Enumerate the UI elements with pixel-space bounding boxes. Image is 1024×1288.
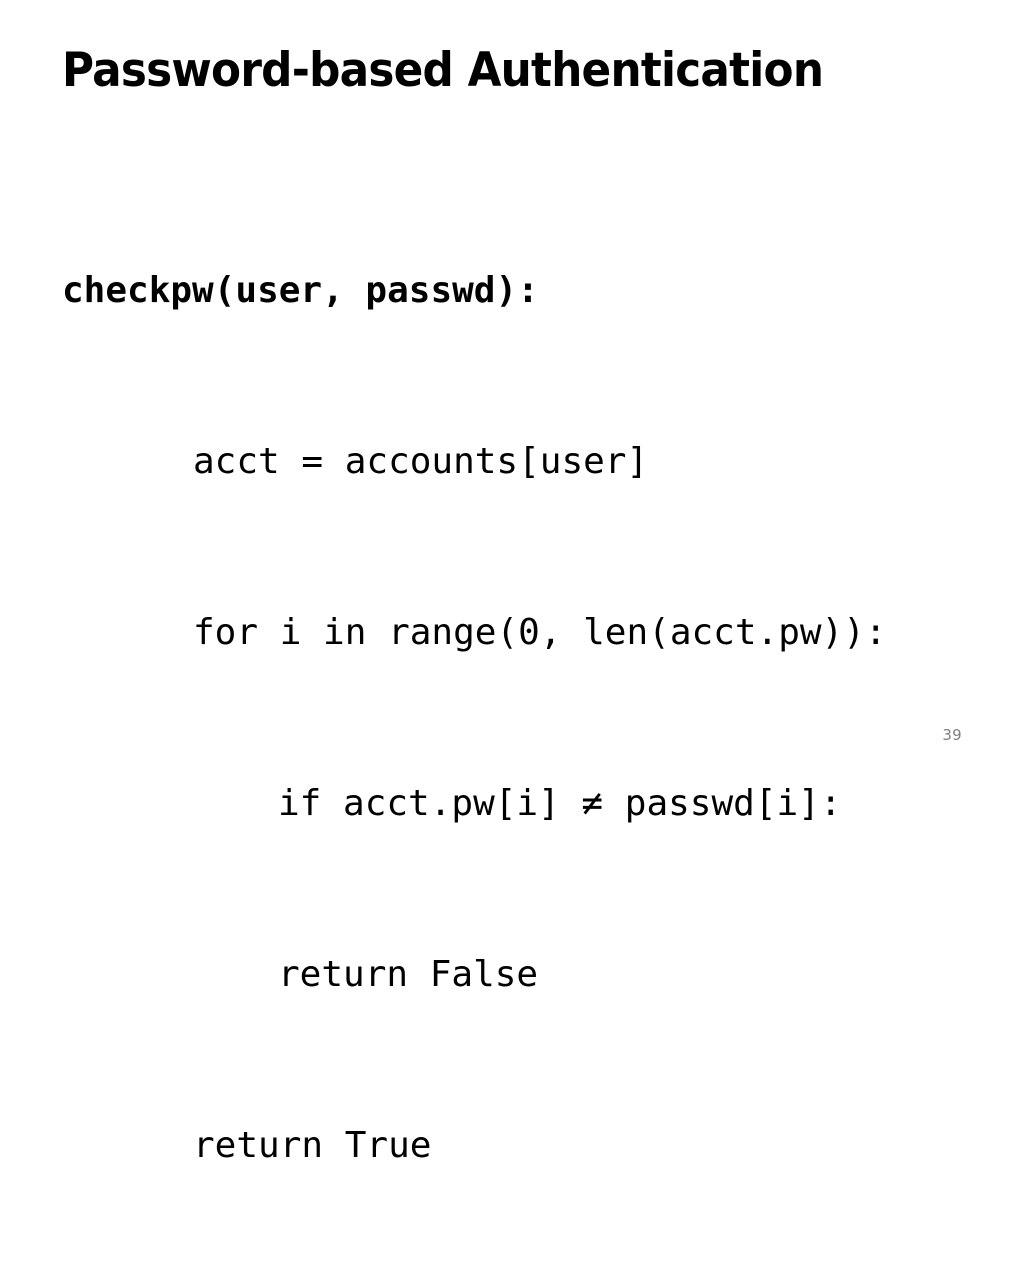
code-line: for i in range(0, len(acct.pw)): [193,612,887,653]
code-block: checkpw(user, passwd): acct = accounts[u… [62,148,1002,1288]
page-title: Password-based Authentication [62,43,824,98]
slide: Password-based Authentication checkpw(us… [62,43,962,1166]
page-number: 39 [942,726,962,744]
code-line: return True [193,1125,432,1166]
code-line: acct = accounts[user] [193,441,649,482]
code-line: return False [278,954,539,995]
code-line: checkpw(user, passwd): [62,270,539,311]
code-line: if acct.pw[i] ≠ passwd[i]: [278,783,842,824]
